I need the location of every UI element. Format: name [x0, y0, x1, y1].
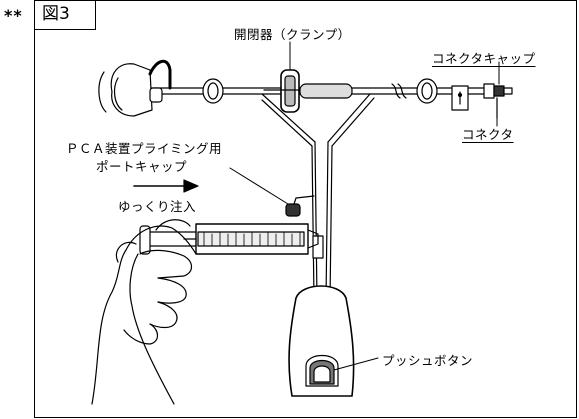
- pca-port-cap-label-line1: ＰＣＡ装置プライミング用: [66, 141, 223, 156]
- connector-cap-label: コネクタキャップ: [432, 51, 536, 66]
- filter-discs: [202, 78, 438, 104]
- pca-port: [285, 195, 324, 259]
- connector-and-cap: [451, 83, 513, 119]
- connector-label: コネクタ: [462, 127, 514, 142]
- hand-illustration: [91, 219, 197, 405]
- slow-inject-label: ゆっくり注入: [118, 199, 197, 214]
- figure-frame: [34, 0, 577, 418]
- syringe: [139, 223, 319, 255]
- reservoir-bag: [288, 285, 355, 397]
- push-button-label: プッシュボタン: [382, 353, 474, 368]
- left-catheter-connector: [98, 59, 172, 117]
- clamp-device: [263, 69, 317, 113]
- figure-label: 図3: [34, 0, 96, 30]
- y-branch-tubes: [261, 93, 375, 301]
- injection-arrow: [133, 179, 199, 193]
- revision-marker: **: [4, 6, 23, 25]
- clamp-label: 開閉器（クランプ）: [234, 27, 351, 42]
- pca-port-cap-label-line2: ポートキャップ: [96, 159, 188, 174]
- leader-lines: [229, 41, 500, 371]
- flow-regulator: [299, 83, 353, 99]
- break-symbol: [391, 83, 407, 99]
